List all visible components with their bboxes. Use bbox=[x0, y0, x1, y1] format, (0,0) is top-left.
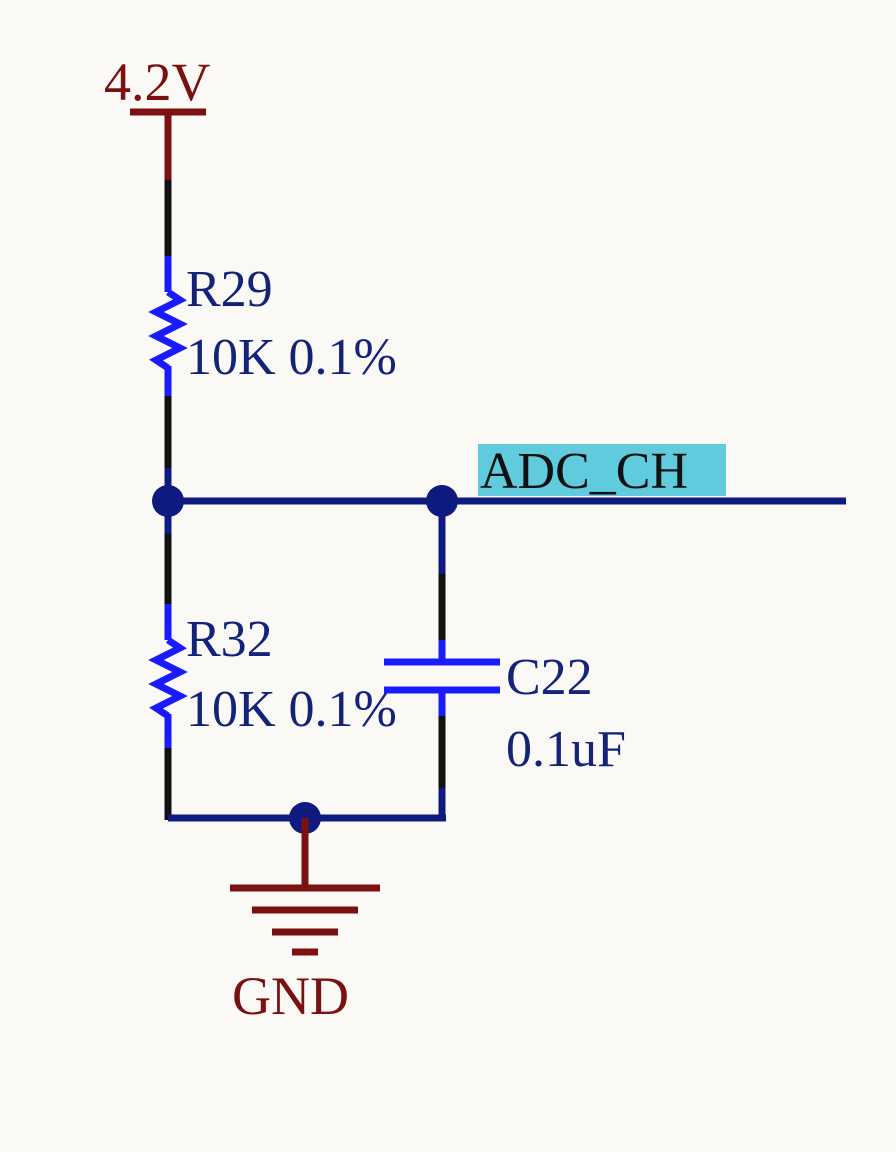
r32-value: 10K 0.1% bbox=[186, 681, 397, 738]
resistor-r32: R32 10K 0.1% bbox=[148, 604, 397, 750]
resistor-r29: R29 10K 0.1% bbox=[148, 256, 397, 398]
net-label-adc-ch: ADC_CH bbox=[478, 443, 726, 500]
c22-value: 0.1uF bbox=[506, 721, 626, 778]
ground-symbol: GND bbox=[230, 818, 380, 1026]
c22-ref: C22 bbox=[506, 649, 593, 706]
ground-label: GND bbox=[232, 966, 349, 1026]
net-label-text: ADC_CH bbox=[480, 443, 688, 500]
capacitor-c22: C22 0.1uF bbox=[384, 640, 626, 778]
r29-value: 10K 0.1% bbox=[186, 329, 397, 386]
r29-ref: R29 bbox=[186, 261, 273, 318]
power-symbol-4v2: 4.2V bbox=[104, 52, 211, 182]
power-label: 4.2V bbox=[104, 52, 211, 112]
r32-ref: R32 bbox=[186, 611, 273, 668]
